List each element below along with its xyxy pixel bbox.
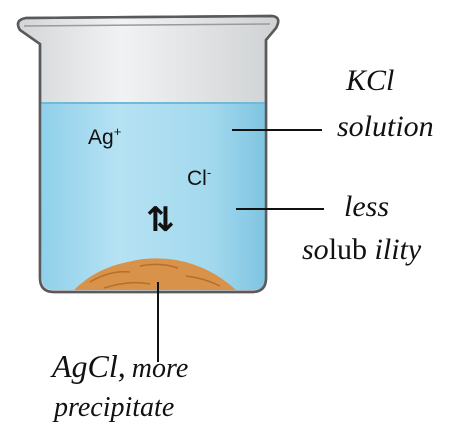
agcl-label-line2: precipitate [54,392,175,423]
precipitate-texture [89,263,221,289]
solution-liquid [40,103,266,290]
beaker-rim [23,23,271,27]
kcl-label-line1: KCl [346,64,395,97]
less-label-part1: so [302,233,329,266]
less-label-part3: ility [367,233,422,266]
agcl-label-more: more [131,353,189,384]
equilibrium-arrows: ⇅ [146,201,175,239]
silver-ion-label: Ag+ [88,124,121,150]
chloride-ion-label: Cl- [187,165,211,191]
less-label-part2: lub [328,233,368,266]
beaker-outline [16,14,280,294]
kcl-label-line2: solution [337,110,434,143]
silver-ion-charge: + [113,124,122,139]
chloride-ion-charge: - [206,165,212,180]
precipitate-pile [74,258,236,290]
agcl-label-formula: AgCl, [52,348,126,384]
chloride-ion-symbol: Cl [187,167,207,190]
less-label-line1: less [344,190,389,223]
agcl-label-line1: AgCl,more [52,348,188,385]
less-label-line2: solub ility [302,233,421,267]
silver-ion-symbol: Ag [88,126,114,149]
